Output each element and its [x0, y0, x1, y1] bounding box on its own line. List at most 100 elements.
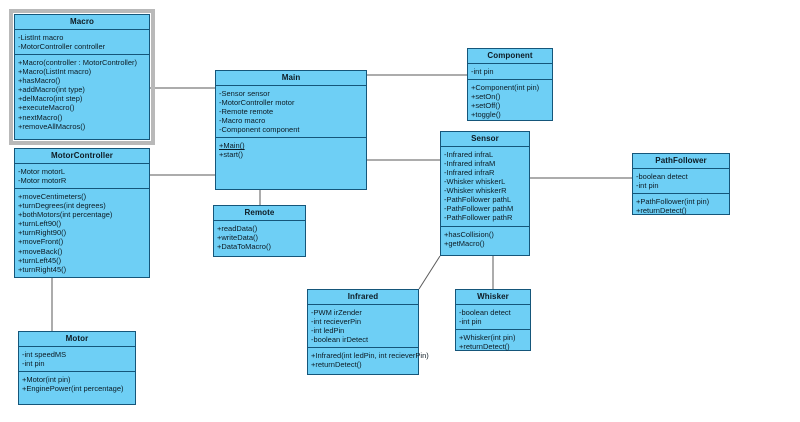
method-row: +turnRight45() — [18, 264, 67, 274]
method-row: +returnDetect() — [636, 206, 687, 216]
method-row: +writeData() — [217, 232, 259, 242]
method-row: +PathFollower(int pin) — [636, 196, 710, 206]
methods-compartment-pathfollower: +PathFollower(int pin)+returnDetect() — [633, 194, 729, 218]
method-row: +turnDegrees(int degrees) — [18, 201, 106, 211]
method-row: +returnDetect() — [459, 342, 510, 352]
method-row: +readData() — [217, 223, 258, 233]
method-row: +start() — [219, 150, 243, 160]
attribute-row: -PathFollower pathL — [444, 195, 512, 205]
attribute-row: -Remote remote — [219, 106, 274, 116]
attributes-compartment-whisker: -boolean detect-int pin — [456, 305, 530, 331]
attribute-row: -Sensor sensor — [219, 88, 270, 98]
method-row: +turnLeft45() — [18, 255, 62, 265]
method-row: +Macro(controller : MotorController) — [18, 57, 137, 67]
method-row: +turnRight90() — [18, 228, 67, 238]
attributes-compartment-sensor: -Infrared infraL-Infrared infraM-Infrare… — [441, 147, 529, 227]
attributes-compartment-main: -Sensor sensor-MotorController motor-Rem… — [216, 86, 366, 139]
attribute-row: -PathFollower pathM — [444, 204, 514, 214]
methods-compartment-main: +Main()+start() — [216, 138, 366, 162]
attribute-row: -PWM irZender — [311, 307, 362, 317]
class-box-remote[interactable]: Remote+readData()+writeData()+DataToMacr… — [213, 205, 306, 257]
method-row: +turnLeft90() — [18, 219, 62, 229]
class-name-pathfollower: PathFollower — [633, 154, 729, 169]
methods-compartment-motorcontroller: +moveCentimeters()+turnDegrees(int degre… — [15, 189, 149, 277]
methods-compartment-component: +Component(int pin)+setOn()+setOff()+tog… — [468, 80, 552, 122]
method-row: +setOff() — [471, 101, 501, 111]
class-box-infrared[interactable]: Infrared-PWM irZender-int recieverPin-in… — [307, 289, 429, 375]
class-box-pathfollower[interactable]: PathFollower-boolean detect-int pin+Path… — [632, 153, 730, 215]
class-name-motorcontroller: MotorController — [15, 149, 149, 164]
class-box-whisker[interactable]: Whisker-boolean detect-int pin+Whisker(i… — [455, 289, 531, 351]
class-box-motorcontroller[interactable]: MotorController-Motor motorL-Motor motor… — [14, 148, 150, 278]
class-name-component: Component — [468, 49, 552, 64]
attribute-row: -Infrared infraL — [444, 149, 494, 159]
association-line-sensor-infrared[interactable] — [418, 255, 441, 290]
attribute-row: -Motor motorR — [18, 175, 67, 185]
attribute-row: -MotorController motor — [219, 97, 295, 107]
method-row: +nextMacro() — [18, 112, 63, 122]
method-row: +addMacro(int type) — [18, 85, 85, 95]
method-row: +hasCollision() — [444, 229, 494, 239]
attributes-compartment-infrared: -PWM irZender-int recieverPin-int ledPin… — [308, 305, 418, 349]
attributes-compartment-pathfollower: -boolean detect-int pin — [633, 169, 729, 195]
attributes-compartment-motorcontroller: -Motor motorL-Motor motorR — [15, 164, 149, 190]
attribute-row: -int pin — [471, 66, 494, 76]
method-row: +moveBack() — [18, 246, 63, 256]
method-row: +Whisker(int pin) — [459, 332, 516, 342]
class-name-motor: Motor — [19, 332, 135, 347]
method-row: +getMacro() — [444, 238, 485, 248]
method-row: +removeAllMacros() — [18, 121, 86, 131]
method-row: +Component(int pin) — [471, 82, 540, 92]
method-row: +Infrared(int ledPin, int recieverPin) — [311, 351, 429, 361]
attributes-compartment-component: -int pin — [468, 64, 552, 81]
attribute-row: -Whisker whiskerL — [444, 177, 506, 187]
class-name-macro: Macro — [15, 15, 149, 30]
class-box-sensor[interactable]: Sensor-Infrared infraL-Infrared infraM-I… — [440, 131, 530, 256]
attribute-row: -int pin — [22, 358, 45, 368]
attribute-row: -int ledPin — [311, 325, 345, 335]
attribute-row: -Infrared infraR — [444, 167, 495, 177]
methods-compartment-sensor: +hasCollision()+getMacro() — [441, 227, 529, 251]
attribute-row: -int pin — [459, 316, 482, 326]
class-box-motor[interactable]: Motor-int speedMS-int pin+Motor(int pin)… — [18, 331, 136, 405]
class-name-whisker: Whisker — [456, 290, 530, 305]
attribute-row: -boolean detect — [636, 171, 688, 181]
method-row: +bothMotors(int percentage) — [18, 210, 113, 220]
attributes-compartment-macro: -ListInt macro-MotorController controlle… — [15, 30, 149, 56]
attribute-row: -Whisker whiskerR — [444, 186, 507, 196]
attribute-row: -MotorController controller — [18, 41, 106, 51]
class-name-sensor: Sensor — [441, 132, 529, 147]
methods-compartment-macro: +Macro(controller : MotorController)+Mac… — [15, 55, 149, 134]
method-row: +Motor(int pin) — [22, 374, 71, 384]
method-row: +EnginePower(int percentage) — [22, 384, 124, 394]
class-name-main: Main — [216, 71, 366, 86]
attribute-row: -boolean detect — [459, 307, 511, 317]
attribute-row: -int recieverPin — [311, 316, 362, 326]
method-row: +moveFront() — [18, 237, 64, 247]
attribute-row: -Macro macro — [219, 116, 266, 126]
methods-compartment-motor: +Motor(int pin)+EnginePower(int percenta… — [19, 372, 135, 396]
class-box-component[interactable]: Component-int pin+Component(int pin)+set… — [467, 48, 553, 121]
class-box-macro[interactable]: Macro-ListInt macro-MotorController cont… — [14, 14, 150, 140]
method-row: +Main() — [219, 141, 245, 151]
method-row: +moveCentimeters() — [18, 191, 87, 201]
attribute-row: -PathFollower pathR — [444, 213, 513, 223]
method-row: +Macro(ListInt macro) — [18, 67, 92, 77]
methods-compartment-whisker: +Whisker(int pin)+returnDetect() — [456, 330, 530, 354]
method-row: +DataToMacro() — [217, 241, 271, 251]
methods-compartment-remote: +readData()+writeData()+DataToMacro() — [214, 221, 305, 254]
method-row: +setOn() — [471, 91, 501, 101]
method-row: +returnDetect() — [311, 360, 362, 370]
method-row: +toggle() — [471, 110, 501, 120]
attribute-row: -Motor motorL — [18, 166, 66, 176]
class-box-main[interactable]: Main-Sensor sensor-MotorController motor… — [215, 70, 367, 190]
method-row: +executeMacro() — [18, 103, 75, 113]
attributes-compartment-motor: -int speedMS-int pin — [19, 347, 135, 373]
methods-compartment-infrared: +Infrared(int ledPin, int recieverPin)+r… — [308, 348, 429, 372]
class-name-remote: Remote — [214, 206, 305, 221]
attribute-row: -Infrared infraM — [444, 158, 496, 168]
attribute-row: -int pin — [636, 180, 659, 190]
method-row: +delMacro(int step) — [18, 94, 83, 104]
